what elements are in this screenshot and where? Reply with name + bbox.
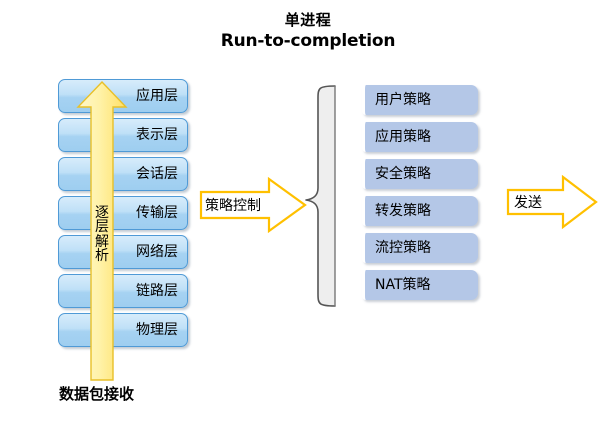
policy-arrow-shape [199,177,307,233]
send-arrow: 发送 [506,175,598,229]
osi-layer-label: 网络层 [136,244,178,260]
osi-layer-stack: 应用层 表示层 会话层 传输层 网络层 链路层 物理层 [58,79,200,351]
osi-layer-label: 表示层 [136,127,178,143]
osi-layer-label: 会话层 [136,166,178,182]
osi-layer-label: 传输层 [136,205,178,221]
right-arrow-icon [506,175,598,229]
osi-layer-label: 应用层 [136,88,178,104]
up-arrow-shape [76,80,128,381]
osi-layer-datalink[interactable]: 链路层 [58,274,188,308]
policy-arrow-label: 策略控制 [205,198,261,214]
osi-layer-session[interactable]: 会话层 [58,157,188,191]
policy-box-security[interactable]: 安全策略 [362,159,478,189]
title-line-chinese: 单进程 [284,11,332,29]
right-arrow-icon [199,177,307,233]
title-line-english: Run-to-completion [220,31,396,52]
policy-box-application[interactable]: 应用策略 [362,122,478,152]
up-arrow-icon [76,80,128,381]
curly-brace-icon [305,85,336,307]
policy-box-label: 流控策略 [375,240,431,256]
policy-box-label: 安全策略 [375,166,431,182]
policy-box-forwarding[interactable]: 转发策略 [362,196,478,226]
packet-receive-caption: 数据包接收 [59,385,135,403]
osi-layer-physical[interactable]: 物理层 [58,313,188,347]
policy-control-arrow: 策略控制 [199,177,307,233]
up-arrow-label: 逐层解析 [95,205,109,265]
osi-layer-presentation[interactable]: 表示层 [58,118,188,152]
policy-box-label: 应用策略 [375,129,431,145]
policy-box-label: 转发策略 [375,203,431,219]
osi-layer-label: 物理层 [136,322,178,338]
policy-box-label: NAT策略 [375,277,431,293]
policy-box-user[interactable]: 用户策略 [362,85,478,115]
send-arrow-shape [506,175,598,229]
brace-path [305,85,336,307]
send-arrow-label: 发送 [514,195,542,211]
policy-box-flow-control[interactable]: 流控策略 [362,233,478,263]
policy-box-label: 用户策略 [375,92,431,108]
osi-layer-label: 链路层 [136,283,178,299]
osi-layer-transport[interactable]: 传输层 [58,196,188,230]
policy-group-brace [305,84,343,308]
policy-box-nat[interactable]: NAT策略 [362,270,478,300]
osi-layer-network[interactable]: 网络层 [58,235,188,269]
layer-parse-up-arrow: 逐层解析 [76,80,128,382]
policy-box-column: 用户策略 应用策略 安全策略 转发策略 流控策略 NAT策略 [362,85,482,307]
diagram-title: 单进程 Run-to-completion [0,10,616,53]
